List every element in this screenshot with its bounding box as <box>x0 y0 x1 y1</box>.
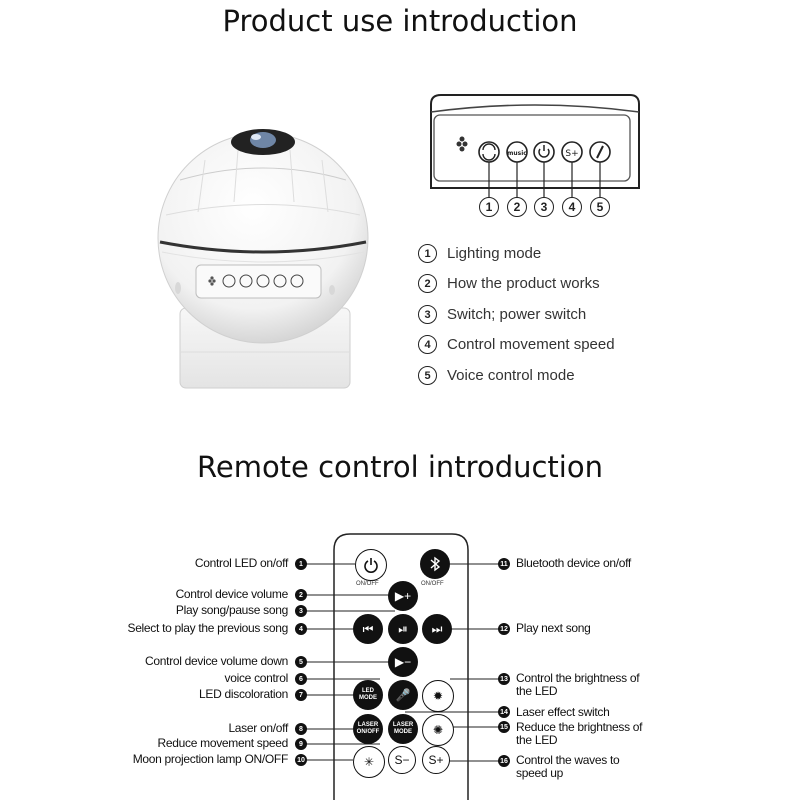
callout-number: 14 <box>498 706 510 718</box>
projector-button-panel <box>195 264 322 299</box>
panel-number-1: 1 <box>479 197 499 217</box>
callout-number: 7 <box>295 689 307 701</box>
remote-volume-down-button[interactable]: ▶− <box>388 647 418 677</box>
callout-label: Laser on/off <box>228 721 288 735</box>
callout-label: Control the brightness of the LED <box>516 671 640 698</box>
remote-diagram <box>305 533 498 800</box>
projector-sphere <box>157 132 369 344</box>
panel-number-5: 5 <box>590 197 610 217</box>
power-icon <box>364 558 378 573</box>
remote-led-brightness-down-button[interactable]: ✺ <box>422 714 454 746</box>
remote-speed-down-button[interactable]: S− <box>388 746 416 774</box>
panel-number-4: 4 <box>562 197 582 217</box>
callout-label: Moon projection lamp ON/OFF <box>132 752 289 766</box>
remote-body <box>333 533 469 800</box>
remote-volume-up-button[interactable]: ▶+ <box>388 581 418 611</box>
remote-led-mode-button[interactable]: LED MODE <box>353 680 383 710</box>
callout-number: 6 <box>295 673 307 685</box>
callout-number: 2 <box>295 589 307 601</box>
bluetooth-icon <box>430 556 441 572</box>
music-notes-icon <box>456 136 468 152</box>
callout-number: 4 <box>295 623 307 635</box>
callout-label: LED discoloration <box>199 687 288 701</box>
remote-voice-control-button[interactable]: 🎤 <box>388 680 418 710</box>
svg-text:music: music <box>507 150 527 157</box>
callout-number: 1 <box>295 558 307 570</box>
callout-label: Play next song <box>516 621 591 635</box>
callout-label: Select to play the previous song <box>127 621 288 635</box>
remote-led-brightness-up-button[interactable]: ✹ <box>422 680 454 712</box>
onoff-caption: ON/OFF <box>356 581 379 587</box>
callout-number: 15 <box>498 721 510 733</box>
callout-label: Control device volume down <box>145 654 288 668</box>
remote-bluetooth-button[interactable] <box>420 549 450 579</box>
bluetooth-onoff-caption: ON/OFF <box>421 581 444 587</box>
callout-number: 13 <box>498 673 510 685</box>
remote-previous-button[interactable]: ⏮ <box>353 614 383 644</box>
callout-label: Reduce movement speed <box>157 736 289 750</box>
callout-number: 5 <box>295 656 307 668</box>
previous-icon: ⏮ <box>362 621 374 636</box>
remote-speed-up-button[interactable]: S+ <box>422 746 450 774</box>
moon-lamp-icon: ✳ <box>363 755 375 769</box>
control-panel-diagram: music S+ <box>430 94 640 198</box>
remote-section-title: Remote control introduction <box>197 450 603 484</box>
callout-label: Control LED on/off <box>194 556 288 570</box>
callout-label: Control device volume <box>175 587 289 601</box>
remote-laser-mode-button[interactable]: LASER MODE <box>388 714 418 744</box>
panel-number-2: 2 <box>507 197 527 217</box>
callout-number: 16 <box>498 755 510 767</box>
lighting-mode-icon <box>478 141 500 163</box>
panel-number-3: 3 <box>534 197 554 217</box>
callout-label: Control the waves to speed up <box>516 753 620 780</box>
projector-seam <box>159 240 367 254</box>
next-icon: ⏭ <box>431 621 443 636</box>
callout-label: Laser effect switch <box>516 705 610 719</box>
play-pause-icon: ⏯ <box>398 621 408 636</box>
callout-number: 8 <box>295 723 307 735</box>
callout-label: voice control <box>224 671 289 685</box>
remote-moon-lamp-button[interactable]: ✳ <box>353 746 385 778</box>
microphone-icon: 🎤 <box>395 688 411 702</box>
callout-label: Bluetooth device on/off <box>516 556 631 570</box>
svg-text:S+: S+ <box>565 149 578 159</box>
remote-power-button[interactable] <box>355 549 387 581</box>
brightness-down-icon: ✺ <box>432 723 444 737</box>
remote-next-button[interactable]: ⏭ <box>422 614 452 644</box>
callout-label: Reduce the brightness of the LED <box>516 720 643 747</box>
projector-illustration <box>157 129 369 389</box>
remote-play-pause-button[interactable]: ⏯ <box>388 614 418 644</box>
callout-label: Play song/pause song <box>175 603 288 617</box>
brightness-up-icon: ✹ <box>432 689 444 703</box>
product-section-title: Product use introduction <box>222 4 578 38</box>
callout-number: 11 <box>498 558 510 570</box>
callout-number: 10 <box>295 754 307 766</box>
remote-laser-onoff-button[interactable]: LASER ON/OFF <box>353 714 383 744</box>
callout-number: 9 <box>295 738 307 750</box>
volume-down-icon: ▶− <box>394 655 412 669</box>
callout-number: 12 <box>498 623 510 635</box>
callout-number: 3 <box>295 605 307 617</box>
volume-up-icon: ▶+ <box>394 589 412 603</box>
